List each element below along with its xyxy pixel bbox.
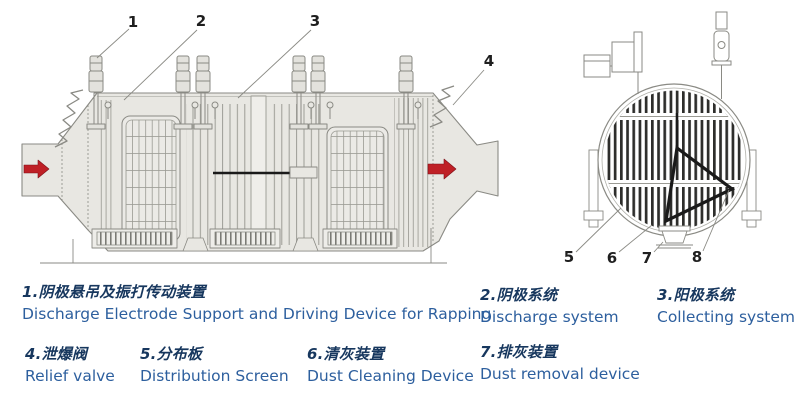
support-legs <box>583 149 762 228</box>
bottom-rapping-combs <box>91 228 398 252</box>
legend-item-2: 2.阴极系统 Discharge system <box>480 284 619 326</box>
end-view-callouts <box>575 189 730 253</box>
legend-item-4: 4.泄爆阀 Relief valve <box>25 343 115 385</box>
relief-valve-spring-right <box>429 85 455 128</box>
legend-item-7: 7.排灰装置 Dust removal device <box>480 341 640 383</box>
collecting-plates-ribs <box>394 98 432 247</box>
end-view-drawing: 5 6 7 8 <box>564 11 762 267</box>
insulator-bushing <box>711 11 732 99</box>
legend-item-4-en: Relief valve <box>25 367 115 385</box>
legend-item-4-zh: 4.泄爆阀 <box>25 345 88 363</box>
side-view-drawing: 1 2 3 4 <box>21 12 499 264</box>
legend-item-1: 1.阴极悬吊及振打传动装置 Discharge Electrode Suppor… <box>22 281 491 323</box>
legend-item-2-zh: 2.阴极系统 <box>480 286 558 304</box>
callout-1-label: 1 <box>128 13 138 31</box>
legend-item-6-en: Dust Cleaning Device <box>307 367 474 385</box>
legend-item-5-en: Distribution Screen <box>140 367 289 385</box>
legend-item-5: 5.分布板 Distribution Screen <box>140 343 289 385</box>
discharge-frame-panel-1 <box>121 115 181 242</box>
rapping-motor <box>583 31 643 94</box>
rapping-devices <box>86 55 422 130</box>
legend-item-7-zh: 7.排灰装置 <box>480 343 558 361</box>
callout-4-label: 4 <box>484 52 494 70</box>
dust-discharge-hopper <box>656 225 693 249</box>
internal-support-frame <box>663 113 736 224</box>
legend-item-3-zh: 3.阳极系统 <box>657 286 735 304</box>
legend-item-3: 3.阳极系统 Collecting system <box>657 284 795 326</box>
legend-item-2-en: Discharge system <box>480 308 619 326</box>
callout-7-label: 7 <box>642 249 652 267</box>
legend-item-5-zh: 5.分布板 <box>140 345 203 363</box>
legend-item-7-en: Dust removal device <box>480 365 640 383</box>
callout-2-label: 2 <box>196 12 206 30</box>
legend-item-6: 6.清灰装置 Dust Cleaning Device <box>307 343 474 385</box>
legend-item-6-zh: 6.清灰装置 <box>307 345 385 363</box>
callout-3-label: 3 <box>310 12 320 30</box>
relief-valve-spring-left <box>54 89 84 148</box>
discharge-frame-panel-2 <box>326 126 389 245</box>
legend-item-1-zh: 1.阴极悬吊及振打传动装置 <box>22 283 206 301</box>
legend-item-1-en: Discharge Electrode Support and Driving … <box>22 305 492 323</box>
baseline <box>40 228 447 264</box>
callout-6-label: 6 <box>607 249 617 267</box>
gas-inlet-arrow-icon <box>23 159 50 179</box>
collecting-plates-ribs <box>97 100 115 246</box>
gas-outlet-arrow-icon <box>427 158 457 180</box>
callout-5-label: 5 <box>564 248 574 266</box>
callout-8-label: 8 <box>692 248 702 266</box>
side-view-callouts <box>96 28 485 106</box>
legend-item-3-en: Collecting system <box>657 308 795 326</box>
